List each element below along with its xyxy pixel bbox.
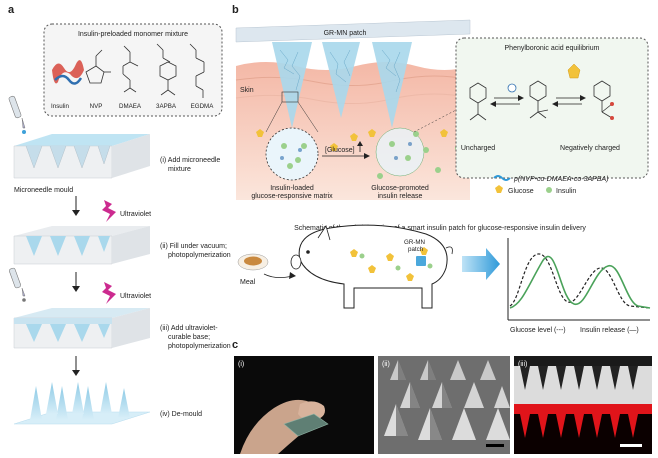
mould-label: Microneedle mould <box>14 187 73 194</box>
photo-sub-label: (i) <box>238 361 244 368</box>
matrix-caption: Insulin-loaded <box>270 185 314 192</box>
step-label: mixture <box>168 166 191 173</box>
legend-polymer: p(NVP-co-DMAEA-co-3APBA) <box>513 176 609 183</box>
ultraviolet-bolt-icon: Ultraviolet <box>102 200 151 222</box>
monomer-structures <box>85 43 205 98</box>
monomer-label: DMAEA <box>119 103 142 110</box>
step-label: (i) Add microneedle <box>160 157 220 164</box>
mould-step-1: (i) Add microneedle mixture Microneedle … <box>13 134 220 194</box>
phenylboronic-equilibrium-box: Phenylboronic acid equilibrium <box>455 37 649 179</box>
panel-c-label: c <box>232 339 238 351</box>
panel-a: a Insulin-preloaded monomer mixture <box>8 4 231 425</box>
demoulded-microneedle-array: (iv) De-mould <box>13 382 202 425</box>
step-label: photopolymerization <box>168 252 231 259</box>
pig-illustration: GR-MN patch <box>290 224 453 309</box>
mould-step-3: (iii) Add ultraviolet- curable base; pho… <box>13 308 231 350</box>
uv-label-2: Ultraviolet <box>120 293 151 300</box>
panel-b: b GR-MN patch Skin <box>232 4 651 334</box>
pipette-icon <box>8 95 26 134</box>
monomer-mixture-box: Insulin-preloaded monomer mixture <box>43 23 223 117</box>
step-label: (iii) Add ultraviolet- <box>160 325 218 332</box>
transition-arrow <box>462 248 500 280</box>
insulin-axis-label: Insulin release (—) <box>580 327 639 334</box>
matrix-zoom-circle <box>265 127 319 181</box>
panel-a-label: a <box>8 4 15 16</box>
meal-plate-icon: Meal <box>237 253 296 286</box>
pig-patch-label: GR-MN <box>404 239 425 246</box>
pig-patch-label: patch <box>408 246 424 253</box>
ultraviolet-bolt-icon: Ultraviolet <box>102 282 151 304</box>
patch-photo: (i) <box>234 356 374 454</box>
step-label: (ii) Fill under vacuum; <box>160 243 227 250</box>
panel-b-label: b <box>232 4 239 16</box>
legend-glucose: Glucose <box>508 188 534 195</box>
equilibrium-title: Phenylboronic acid equilibrium <box>505 45 600 52</box>
pipette-icon <box>9 267 26 302</box>
glucose-legend-icon <box>495 185 503 193</box>
fluorescence-image: (iii) <box>514 356 652 454</box>
uncharged-label: Uncharged <box>461 145 495 152</box>
skin-label: Skin <box>240 87 254 94</box>
mould-step-2: (ii) Fill under vacuum; photopolymerizat… <box>13 226 231 265</box>
sem-image: (ii) <box>378 356 510 454</box>
mixture-title: Insulin-preloaded monomer mixture <box>78 31 188 38</box>
monomer-label: EGDMA <box>191 103 215 110</box>
glucose-insulin-graph: Glucose level (---) Insulin release (—) <box>507 238 651 334</box>
scale-bar <box>620 444 642 447</box>
legend-insulin: Insulin <box>556 188 576 195</box>
glucose-axis-label: Glucose level (---) <box>510 327 566 334</box>
patch-label: GR-MN patch <box>324 30 367 37</box>
release-caption: Glucose-promoted <box>371 185 429 192</box>
flow-arrow <box>72 356 80 376</box>
insulin-legend-icon <box>546 187 552 193</box>
photo-sub-label: (iii) <box>518 361 527 368</box>
matrix-caption: glucose-responsive matrix <box>251 193 333 200</box>
glucose-increase-label: [Glucose] <box>325 147 355 154</box>
polymer-legend-icon <box>493 175 511 181</box>
negatively-charged-label: Negatively charged <box>560 145 620 152</box>
insulin-structure-icon <box>52 60 84 85</box>
step-label: curable base; <box>168 334 210 341</box>
schematic-title: Schematic of the administration of a sma… <box>294 225 586 232</box>
monomer-label: 3APBA <box>156 103 177 110</box>
patch-skin-illustration: GR-MN patch Skin <box>235 19 471 200</box>
monomer-label: NVP <box>90 103 103 110</box>
step-label: (iv) De-mould <box>160 411 202 418</box>
patch-icon <box>416 256 426 266</box>
panel-c: c (i) <box>232 339 652 454</box>
step-label: photopolymerization <box>168 343 231 350</box>
meal-label: Meal <box>240 279 256 286</box>
monomer-label: Insulin <box>51 103 69 110</box>
flow-arrow <box>72 196 80 216</box>
flow-arrow <box>72 272 80 292</box>
panel-b-legend: p(NVP-co-DMAEA-co-3APBA) Glucose Insulin <box>493 175 609 195</box>
scale-bar <box>486 444 504 447</box>
uv-label-1: Ultraviolet <box>120 211 151 218</box>
photo-sub-label: (ii) <box>382 361 390 368</box>
release-caption: insulin release <box>378 193 423 200</box>
